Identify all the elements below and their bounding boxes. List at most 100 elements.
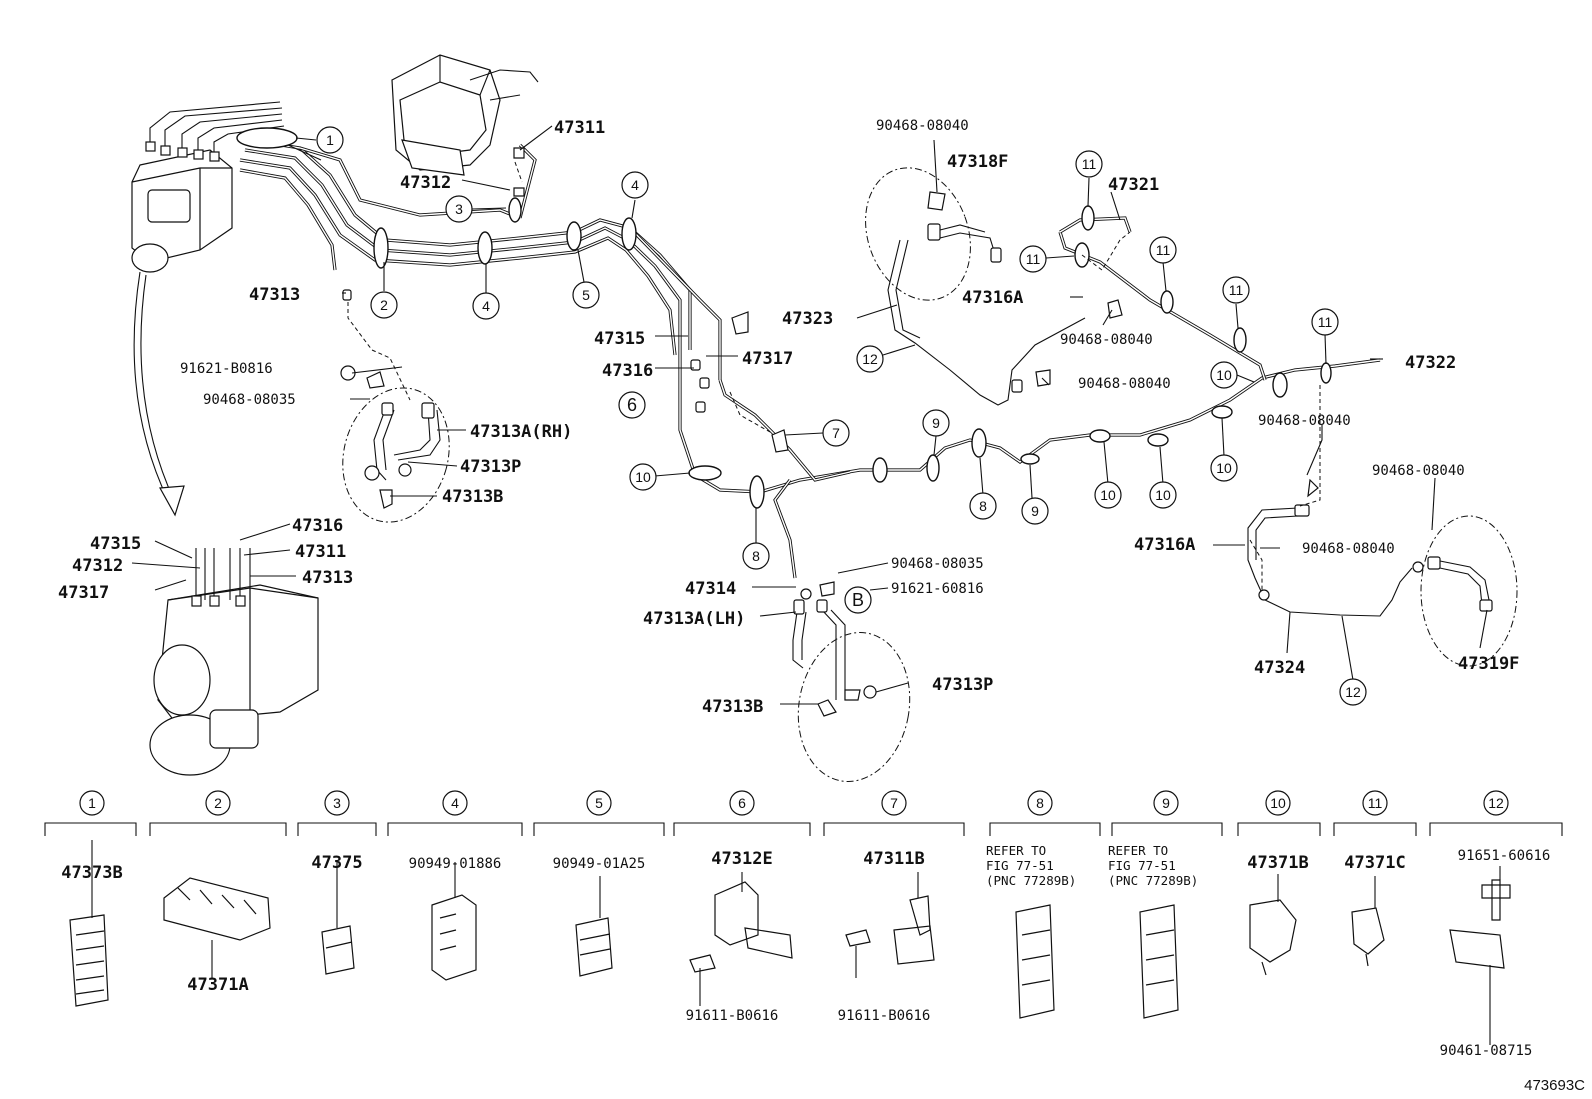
- key-bracket: [387, 822, 523, 836]
- key-bracket: [989, 822, 1101, 836]
- key-part-number-2: 91611-B0616: [838, 1008, 931, 1024]
- svg-text:3: 3: [455, 201, 463, 217]
- view-arrow: [133, 271, 169, 501]
- svg-text:12: 12: [1345, 684, 1361, 700]
- key-number-circle: [881, 790, 907, 816]
- key-note-line: FIG 77-51: [986, 858, 1054, 873]
- key-part-number: 47371A: [187, 975, 248, 995]
- label-47316-mid: 47316: [602, 361, 653, 381]
- callout-2: 2: [370, 291, 398, 319]
- svg-text:11: 11: [1156, 242, 1171, 258]
- key-note-line: (PNC 77289B): [986, 873, 1076, 888]
- label-47318f: 47318F: [947, 152, 1008, 172]
- label-47313a-rh: 47313A(RH): [470, 422, 572, 442]
- callout-10: 10: [1149, 481, 1177, 509]
- hose-rear-upper: [865, 167, 1123, 406]
- svg-text:9: 9: [1031, 503, 1039, 519]
- callout-9: 9: [922, 409, 950, 437]
- callout-b: B: [844, 586, 872, 614]
- key-number-circle: [586, 790, 612, 816]
- label-90468-08040-lower: 90468-08040: [1302, 541, 1395, 557]
- callout-10: 10: [1094, 481, 1122, 509]
- hose-rear-lower: [1247, 478, 1518, 667]
- label-47316-actuator: 47316: [292, 516, 343, 536]
- callouts: 1 3 2 4 5 4 6 7 10 8 9 8 9 10 10 10 10 1…: [316, 126, 1367, 706]
- key-bracket: [1429, 822, 1563, 836]
- key-part-number: 91651-60616: [1458, 848, 1551, 864]
- callout-6: 6: [618, 391, 646, 419]
- svg-text:10: 10: [1216, 460, 1232, 476]
- view-arrow-head: [159, 485, 185, 517]
- key-part-number: 47371C: [1344, 853, 1405, 873]
- svg-text:10: 10: [1155, 487, 1171, 503]
- label-47319f: 47319F: [1458, 654, 1519, 674]
- key-bracket: [823, 822, 965, 836]
- key-part-number: 90949-01A25: [553, 856, 646, 872]
- key-number-circle: [1153, 790, 1179, 816]
- key-bracket: [1237, 822, 1321, 836]
- key-number-circle: [1265, 790, 1291, 816]
- key-number: 12: [1488, 795, 1504, 811]
- label-47313p-left: 47313P: [460, 457, 521, 477]
- callout-4: 4: [621, 171, 649, 199]
- master-cylinder: [391, 54, 539, 176]
- callout-7: 7: [822, 419, 850, 447]
- callout-12: 12: [856, 345, 884, 373]
- label-47312-top: 47312: [400, 173, 451, 193]
- label-90468-08040-mid2: 90468-08040: [1078, 376, 1171, 392]
- svg-text:12: 12: [862, 351, 878, 367]
- clip-illustration-9: [1139, 904, 1179, 1019]
- key-bracket: [149, 822, 287, 836]
- svg-text:B: B: [852, 590, 864, 610]
- label-47313p-right: 47313P: [932, 675, 993, 695]
- svg-text:10: 10: [1100, 487, 1116, 503]
- key-number: 2: [214, 795, 222, 811]
- clip-illustration-8: [1015, 904, 1055, 1019]
- clip-illustration-12: [1449, 879, 1511, 969]
- key-number-circle: [79, 790, 105, 816]
- key-number: 10: [1270, 795, 1286, 811]
- key-number: 5: [595, 795, 603, 811]
- callout-4: 4: [472, 292, 500, 320]
- key-number-circle: [1362, 790, 1388, 816]
- svg-text:11: 11: [1026, 251, 1041, 267]
- svg-text:5: 5: [582, 287, 590, 303]
- hose-front-lh: [792, 599, 911, 782]
- callout-1: 1: [316, 126, 344, 154]
- bundle-clamps: [236, 127, 637, 269]
- svg-text:11: 11: [1318, 314, 1333, 330]
- dashed-connectors: [347, 161, 1321, 590]
- label-47311-actuator: 47311: [295, 542, 346, 562]
- svg-text:2: 2: [380, 297, 388, 313]
- hose-front-rh: [342, 387, 450, 523]
- label-47323: 47323: [782, 309, 833, 329]
- key-number-circle: [1027, 790, 1053, 816]
- key-number: 6: [738, 795, 746, 811]
- svg-text:10: 10: [1216, 367, 1232, 383]
- figure-code: 473693C: [1524, 1077, 1585, 1094]
- actuator-top: [131, 101, 285, 273]
- key-number: 7: [890, 795, 898, 811]
- label-47314: 47314: [685, 579, 736, 599]
- label-47316a-upper: 47316A: [962, 288, 1023, 308]
- svg-text:1: 1: [326, 132, 334, 148]
- label-91621-60816: 91621-60816: [891, 581, 984, 597]
- label-91621-b0816: 91621-B0816: [180, 361, 273, 377]
- part-labels: 47311 47312 47313 47315 47316 47317 9162…: [58, 118, 1519, 717]
- label-47313-actuator: 47313: [302, 568, 353, 588]
- svg-text:4: 4: [631, 177, 639, 193]
- callout-11: 11: [1075, 150, 1103, 178]
- callout-11: 11: [1149, 236, 1177, 264]
- key-column-5: 5 90949-01A25: [533, 790, 665, 872]
- label-47312-actuator: 47312: [72, 556, 123, 576]
